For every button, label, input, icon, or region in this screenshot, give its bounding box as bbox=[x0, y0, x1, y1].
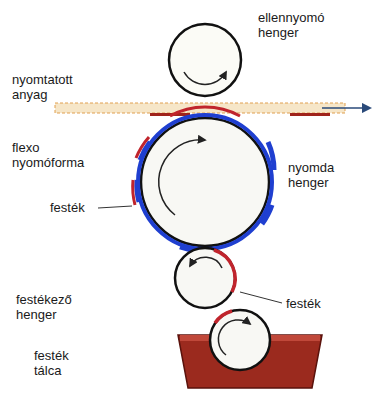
rotation-arrow bbox=[159, 140, 205, 215]
part-label: festék tálca bbox=[34, 348, 94, 378]
rotation-arrow bbox=[190, 257, 222, 268]
fountain-roller bbox=[210, 310, 270, 370]
rotation-arrow bbox=[218, 320, 250, 355]
anilox-roller bbox=[175, 248, 235, 308]
part-label: nyomtatott anyag bbox=[12, 72, 94, 102]
rotation-arrow bbox=[184, 72, 226, 84]
feed-arrow bbox=[322, 107, 370, 109]
part-label: nyomda henger bbox=[288, 160, 368, 190]
part-label: ellennyomó henger bbox=[258, 10, 348, 40]
part-label: festékező henger bbox=[16, 292, 112, 322]
leader-line bbox=[98, 206, 132, 208]
ink-film bbox=[133, 107, 240, 205]
leader-line bbox=[240, 292, 282, 303]
part-label: festék bbox=[286, 296, 321, 311]
ink-film bbox=[214, 250, 235, 292]
printed-ink bbox=[290, 113, 330, 116]
plate-sleeve bbox=[138, 115, 272, 249]
plate-relief bbox=[137, 142, 274, 251]
impression-cylinder bbox=[169, 24, 241, 96]
part-label: festék bbox=[50, 200, 85, 215]
plate-cylinder bbox=[141, 118, 269, 246]
part-label: flexo nyomóforma bbox=[12, 140, 94, 170]
